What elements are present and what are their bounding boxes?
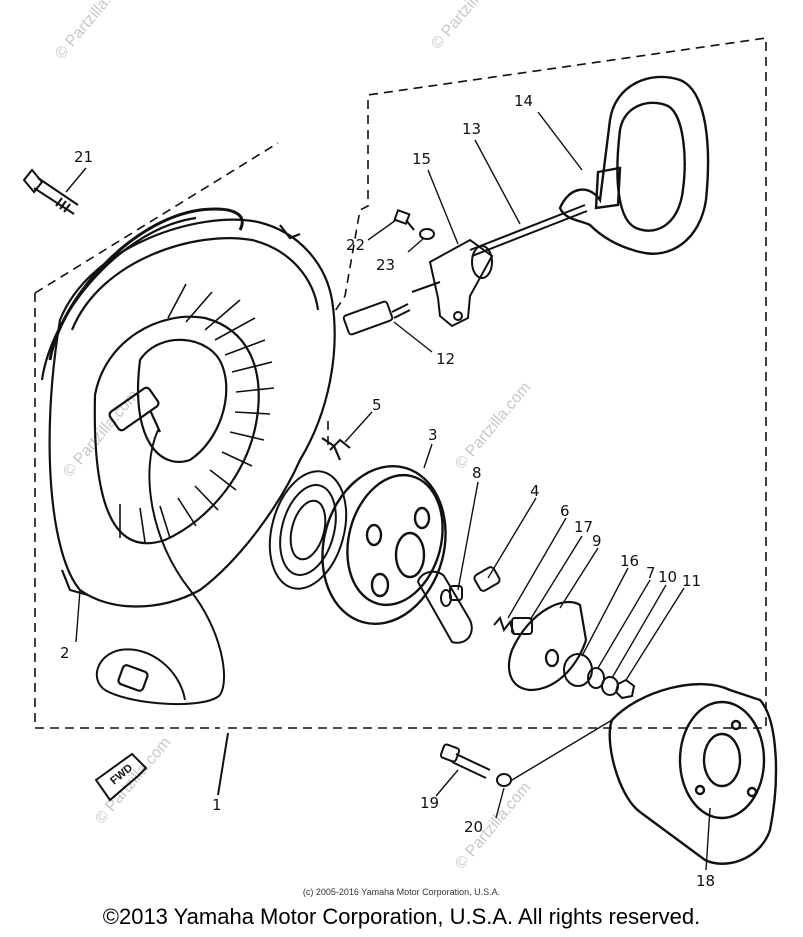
part-14-handle bbox=[558, 75, 710, 255]
callout-5: 5 bbox=[372, 396, 382, 414]
leader-1 bbox=[217, 732, 229, 796]
part-21-bolt bbox=[22, 168, 79, 215]
callout-1: 1 bbox=[212, 796, 222, 814]
callout-7: 7 bbox=[646, 564, 656, 582]
callout-13: 13 bbox=[462, 120, 481, 138]
callout-22: 22 bbox=[346, 236, 365, 254]
callout-21: 21 bbox=[74, 148, 93, 166]
part-5-spring bbox=[268, 438, 351, 590]
part-22-screw bbox=[393, 208, 415, 231]
callout-17: 17 bbox=[574, 518, 593, 536]
part-3-pulley bbox=[321, 464, 447, 626]
callout-9: 9 bbox=[592, 532, 602, 550]
part-11-nut bbox=[614, 678, 636, 700]
part-7-spring bbox=[587, 667, 605, 689]
part-20-washer bbox=[496, 773, 512, 787]
callout-18: 18 bbox=[696, 872, 715, 890]
leader-20-to-18 bbox=[511, 719, 613, 781]
callout-16: 16 bbox=[620, 552, 639, 570]
callout-2: 2 bbox=[60, 644, 70, 662]
watermark: © Partzilla.com bbox=[60, 387, 142, 481]
callout-10: 10 bbox=[658, 568, 677, 586]
callout-23: 23 bbox=[376, 256, 395, 274]
watermark: © Partzilla.com bbox=[428, 0, 510, 53]
callout-6: 6 bbox=[560, 502, 570, 520]
copyright-notice: ©2013 Yamaha Motor Corporation, U.S.A. A… bbox=[102, 904, 701, 929]
part-9-plate bbox=[507, 600, 588, 692]
part-2-housing bbox=[40, 207, 342, 706]
part-12-spacer bbox=[342, 300, 411, 336]
watermark: © Partzilla.com bbox=[52, 0, 134, 63]
part-8-pin bbox=[449, 585, 463, 601]
callout-15: 15 bbox=[412, 150, 431, 168]
callout-3: 3 bbox=[428, 426, 438, 444]
watermark: © Partzilla.com bbox=[452, 379, 534, 473]
part-19-bolt bbox=[439, 743, 491, 779]
callout-20: 20 bbox=[464, 818, 483, 836]
callout-12: 12 bbox=[436, 350, 455, 368]
part-18-cover bbox=[608, 682, 778, 865]
callout-8: 8 bbox=[472, 464, 482, 482]
callout-19: 19 bbox=[420, 794, 439, 812]
small-copyright: (c) 2005-2016 Yamaha Motor Corporation, … bbox=[302, 887, 501, 897]
assembly-outlines bbox=[34, 37, 767, 729]
callout-4: 4 bbox=[530, 482, 540, 500]
callout-14: 14 bbox=[514, 92, 533, 110]
part-13-rope bbox=[469, 204, 588, 257]
leader-lines bbox=[65, 111, 711, 871]
callout-11: 11 bbox=[682, 572, 701, 590]
callout-labels: 21 22 23 15 13 14 12 5 3 8 4 6 17 9 16 7… bbox=[60, 92, 715, 890]
part-23-washer bbox=[419, 228, 435, 240]
